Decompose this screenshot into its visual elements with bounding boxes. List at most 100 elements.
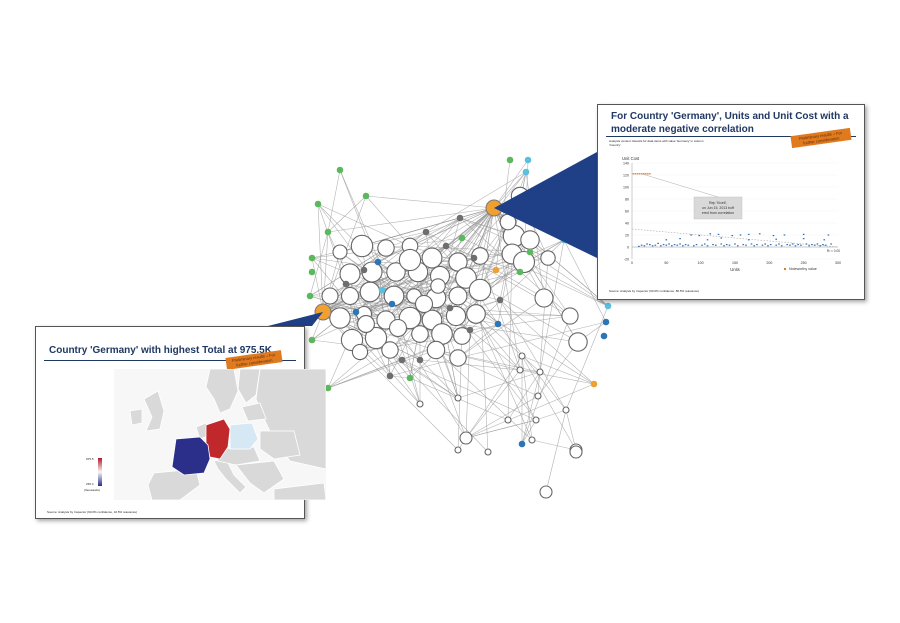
graph-node bbox=[540, 250, 556, 266]
graph-node bbox=[430, 278, 446, 294]
scatter-point bbox=[808, 245, 810, 247]
scandinavia-region bbox=[205, 369, 239, 414]
baltic-region bbox=[241, 402, 267, 422]
graph-edge bbox=[465, 329, 471, 439]
scatter-point bbox=[742, 244, 745, 246]
graph-node bbox=[453, 327, 471, 345]
scatter-point bbox=[654, 244, 657, 246]
graph-edge bbox=[475, 313, 533, 441]
x-tick-label: 50 bbox=[664, 261, 668, 265]
legend-max-label: 975.5 bbox=[86, 457, 94, 461]
graph-node bbox=[388, 318, 408, 338]
graph-node bbox=[506, 156, 514, 164]
graph-node bbox=[308, 268, 316, 276]
scatter-point bbox=[778, 243, 780, 245]
graph-node bbox=[359, 281, 381, 303]
scatter-point bbox=[714, 244, 717, 246]
graph-edge bbox=[465, 383, 595, 439]
scatter-point bbox=[673, 244, 676, 246]
graph-edge bbox=[493, 159, 529, 209]
scatter-point bbox=[764, 243, 767, 245]
graph-node bbox=[306, 292, 314, 300]
graph-node bbox=[350, 234, 374, 258]
scatter-point bbox=[805, 243, 808, 245]
scatter-point bbox=[827, 234, 830, 236]
scatter-point bbox=[638, 245, 640, 247]
scatter-point bbox=[632, 173, 635, 175]
graph-edge bbox=[309, 231, 329, 297]
scatter-point bbox=[802, 233, 805, 235]
turkey-region bbox=[273, 482, 326, 500]
scatter-point bbox=[772, 235, 775, 237]
graph-node bbox=[454, 446, 462, 454]
graph-edge bbox=[393, 295, 421, 405]
graph-edge bbox=[495, 159, 511, 271]
graph-edge bbox=[401, 359, 537, 421]
analysis-context-note: Analysis context: Results for data items… bbox=[609, 139, 704, 147]
map-callout-rule bbox=[44, 360, 296, 361]
graph-node bbox=[539, 485, 553, 499]
scatter-point bbox=[750, 243, 753, 245]
graph-edge bbox=[389, 375, 411, 379]
annotation-text: on Jun 15, 2013 boff bbox=[702, 206, 734, 210]
graph-edge bbox=[409, 207, 495, 247]
scatter-point bbox=[767, 245, 769, 247]
scatter-point bbox=[775, 244, 777, 246]
graph-node bbox=[421, 247, 443, 269]
graph-node bbox=[342, 280, 350, 288]
graph-edge bbox=[339, 169, 395, 297]
germany-correlation-callout: For Country 'Germany', Units and Unit Co… bbox=[597, 104, 865, 300]
graph-edge bbox=[327, 207, 495, 233]
scatter-point bbox=[668, 243, 670, 245]
graph-node bbox=[534, 288, 554, 308]
scatter-point bbox=[693, 245, 695, 247]
scatter-point bbox=[649, 173, 651, 175]
graph-edge bbox=[311, 257, 324, 313]
graph-node bbox=[374, 258, 382, 266]
x-tick-label: 250 bbox=[801, 261, 807, 265]
x-tick-label: 300 bbox=[835, 261, 841, 265]
graph-edge bbox=[493, 207, 521, 371]
graph-edge bbox=[563, 239, 607, 323]
graph-node bbox=[528, 436, 536, 444]
scatter-point bbox=[775, 238, 777, 240]
graph-node bbox=[386, 372, 394, 380]
graph-edge bbox=[521, 355, 595, 385]
graph-node bbox=[308, 254, 316, 262]
scatter-point bbox=[706, 239, 709, 241]
graph-edge bbox=[401, 359, 459, 399]
graph-node bbox=[561, 307, 579, 325]
graph-edge bbox=[537, 341, 579, 397]
scatter-point bbox=[679, 238, 681, 240]
graph-node bbox=[449, 349, 467, 367]
ireland-region bbox=[129, 408, 143, 426]
graph-edge bbox=[499, 299, 595, 385]
graph-node bbox=[448, 286, 468, 306]
graph-node bbox=[416, 356, 424, 364]
scatter-point bbox=[640, 244, 643, 246]
graph-edge bbox=[359, 351, 459, 451]
graph-edge bbox=[521, 315, 571, 445]
graph-edge bbox=[393, 207, 495, 297]
scatter-point bbox=[813, 244, 816, 246]
scatter-point bbox=[723, 245, 725, 247]
graph-edge bbox=[345, 283, 459, 399]
graph-edge bbox=[457, 371, 541, 399]
fit-legend: R² = 0.00 bbox=[827, 249, 840, 253]
graph-node bbox=[536, 368, 544, 376]
scatter-point bbox=[660, 245, 662, 247]
x-axis-label: Units bbox=[730, 267, 740, 272]
map-color-legend bbox=[98, 458, 102, 486]
graph-node bbox=[532, 416, 540, 424]
graph-node bbox=[386, 262, 406, 282]
scatter-point bbox=[753, 245, 756, 247]
graph-edge bbox=[499, 299, 567, 411]
scatter-point bbox=[800, 244, 802, 246]
scatter-callout-rule bbox=[606, 136, 856, 137]
x-tick-label: 150 bbox=[732, 261, 738, 265]
graph-node bbox=[445, 305, 467, 327]
graph-node bbox=[388, 300, 396, 308]
graph-node bbox=[562, 406, 570, 414]
